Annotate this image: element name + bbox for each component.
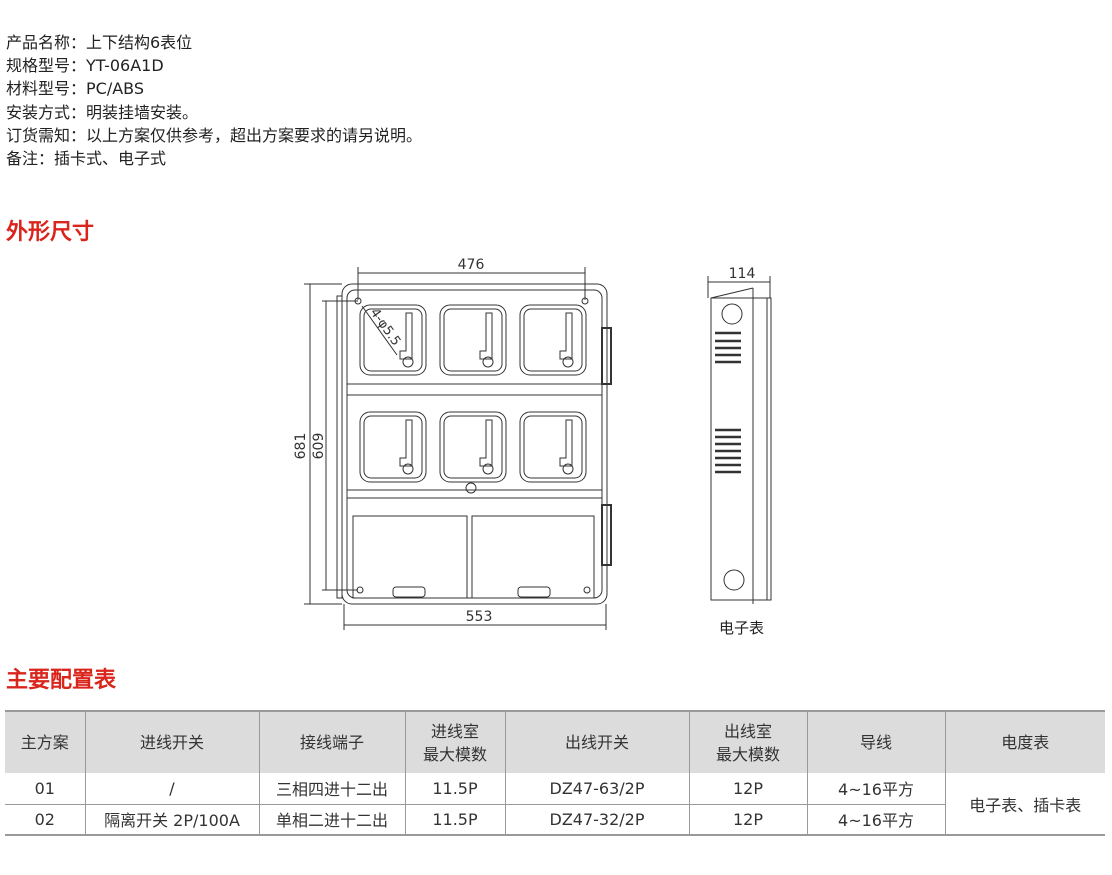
dim-609-label: 609 xyxy=(311,433,327,460)
cell-meter: 电子表、插卡表 xyxy=(944,773,1105,835)
section-title-config: 主要配置表 xyxy=(6,668,117,693)
cell: 02 xyxy=(5,803,85,835)
cell: 11.5P xyxy=(404,773,505,804)
cell: 4~16平方 xyxy=(806,773,945,804)
meter-bracket xyxy=(399,419,413,467)
meter-window xyxy=(443,415,503,479)
th-meter: 电度表 xyxy=(944,711,1105,773)
info-model: 规格型号：YT-06A1D xyxy=(6,56,164,76)
meter-window xyxy=(519,411,587,483)
meter-window xyxy=(523,415,583,479)
side-view-caption: 电子表 xyxy=(719,619,765,637)
meter-hook xyxy=(402,356,414,368)
cell: / xyxy=(84,773,259,804)
cell: 12P xyxy=(688,803,807,835)
meter-window xyxy=(439,411,507,483)
info-order: 订货需知：以上方案仅供参考，超出方案要求的请另说明。 xyxy=(6,125,423,145)
dim-side-label: 114 xyxy=(729,266,756,282)
th-wire: 导线 xyxy=(806,711,945,773)
meter-window xyxy=(363,308,423,372)
table-row: 01 / 三相四进十二出 11.5P DZ47-63/2P 12P 4~16平方… xyxy=(5,773,1105,835)
th-incoming-switch: 进线开关 xyxy=(84,711,259,773)
th-plan: 主方案 xyxy=(20,733,69,752)
meter-hook xyxy=(402,463,414,475)
th-incoming-modules: 进线室 最大模数 xyxy=(404,711,505,773)
th-terminal: 接线端子 xyxy=(258,711,405,773)
meter-window xyxy=(443,308,503,372)
meter-bracket xyxy=(399,312,413,360)
cell: 4~16平方 xyxy=(806,803,945,835)
meter-hook xyxy=(482,356,494,368)
cell: 12P xyxy=(688,773,807,804)
cell: 11.5P xyxy=(404,803,505,835)
info-material: 材料型号：PC/ABS xyxy=(6,79,145,99)
meter-bracket xyxy=(559,419,573,467)
meter-window xyxy=(363,415,423,479)
th-outgoing-switch: 出线开关 xyxy=(504,711,689,773)
meter-bracket xyxy=(479,312,493,360)
meter-window xyxy=(359,411,427,483)
meter-window xyxy=(523,308,583,372)
table-header-row: 主方案 进线开关 接线端子 进线室 最大模数 出线开关 出线室 最大模数 导线 … xyxy=(5,711,1105,773)
meter-bracket xyxy=(559,312,573,360)
front-view xyxy=(304,267,612,630)
meter-window xyxy=(519,304,587,376)
cell: DZ47-32/2P xyxy=(504,803,689,835)
info-install: 安装方式：明装挂墙安装。 xyxy=(6,102,199,122)
cell: DZ47-63/2P xyxy=(504,773,689,804)
hole-label: 4-φ5.5 xyxy=(367,306,404,349)
meter-window xyxy=(359,304,427,376)
table-row: 02 隔离开关 2P/100A 单相二进十二出 11.5P DZ47-32/2P… xyxy=(5,803,1105,835)
meter-hook xyxy=(562,356,574,368)
dim-top-label: 476 xyxy=(458,257,485,273)
dimension-drawing: 476 553 681 609 4-φ5.5 114 xyxy=(293,257,772,630)
meter-hook xyxy=(562,463,574,475)
info-name: 产品名称：上下结构6表位 xyxy=(6,33,193,52)
cell: 隔离开关 2P/100A xyxy=(84,803,259,835)
meter-bracket xyxy=(479,419,493,467)
product-info: 产品名称：上下结构6表位 规格型号：YT-06A1D 材料型号：PC/ABS 安… xyxy=(6,31,422,170)
dim-681-label: 681 xyxy=(293,433,309,460)
dim-bottom-label: 553 xyxy=(466,609,493,625)
config-table: 主方案 进线开关 接线端子 进线室 最大模数 出线开关 出线室 最大模数 导线 … xyxy=(5,710,1105,836)
meter-hook xyxy=(482,463,494,475)
cell: 三相四进十二出 xyxy=(258,773,405,804)
cell: 单相二进十二出 xyxy=(258,803,405,835)
section-title-dimensions: 外形尺寸 xyxy=(6,220,95,245)
side-view xyxy=(707,276,772,604)
info-note: 备注：插卡式、电子式 xyxy=(6,149,167,169)
th-outgoing-modules: 出线室 最大模数 xyxy=(688,711,807,773)
cell: 01 xyxy=(34,778,55,798)
meter-window xyxy=(439,304,507,376)
